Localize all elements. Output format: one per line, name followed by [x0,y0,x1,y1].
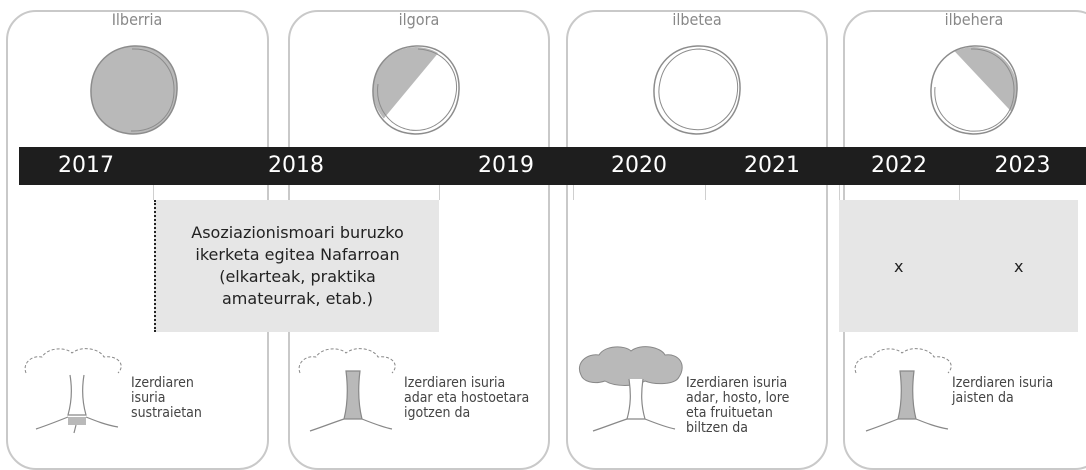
x-mark-box [839,200,1078,332]
tree-icon [854,348,952,432]
year-2017: 2017 [58,153,114,178]
sap-line: Izerdiaren [131,375,194,391]
sap-line: jaisten da [952,390,1014,406]
sap-text-falling: Izerdiaren isuria jaisten da [952,376,1053,406]
year-divider [839,185,840,200]
year-2023: 2023 [994,153,1051,178]
tree-icon [24,348,122,434]
x-mark-2023: x [1014,257,1024,276]
sap-line: Izerdiaren isuria [686,375,788,391]
year-divider [573,185,574,200]
sap-line: adar, hosto, lore [686,390,790,406]
sap-line: eta fruituetan [686,405,773,421]
task-research-box: Asoziazionismoari buruzko ikerketa egite… [154,200,439,332]
sap-text-roots: Izerdiaren isuria sustraietan [131,376,202,421]
year-2020: 2020 [611,153,667,178]
sap-line: Izerdiaren isuria [404,375,506,391]
sap-text-rising: Izerdiaren isuria adar eta hostoetara ig… [404,376,529,421]
tree-icon [298,348,396,432]
waning-moon-icon [930,45,1018,135]
tree-icon [579,346,683,432]
sap-line: biltzen da [686,420,748,436]
year-divider [439,185,440,200]
full-moon-icon [653,45,741,135]
phase-title-ilbetea: ilbetea [672,10,722,29]
sap-line: adar eta hostoetara [404,390,530,406]
year-divider [153,185,154,200]
year-divider [705,185,706,200]
sap-text-full: Izerdiaren isuria adar, hosto, lore eta … [686,376,789,436]
new-moon-icon [90,45,178,135]
x-mark-2022: x [894,257,904,276]
phase-title-ilberria: Ilberria [111,10,163,29]
sap-line: Izerdiaren isuria [952,375,1054,391]
year-2019: 2019 [478,153,534,178]
sap-line: igotzen da [404,405,471,421]
sap-line: sustraietan [131,405,202,421]
year-2021: 2021 [744,153,800,178]
year-2018: 2018 [268,153,324,178]
task-research-text: Asoziazionismoari buruzko ikerketa egite… [191,223,404,308]
year-2022: 2022 [871,153,927,178]
year-timeline-bar: 2017 2018 2019 2020 2021 2022 2023 [19,147,1086,185]
phase-title-ilbehera: ilbehera [944,10,1004,29]
waxing-moon-icon [372,45,460,135]
sap-line: isuria [131,390,166,406]
phase-title-ilgora: ilgora [398,10,440,29]
year-divider [959,185,960,200]
